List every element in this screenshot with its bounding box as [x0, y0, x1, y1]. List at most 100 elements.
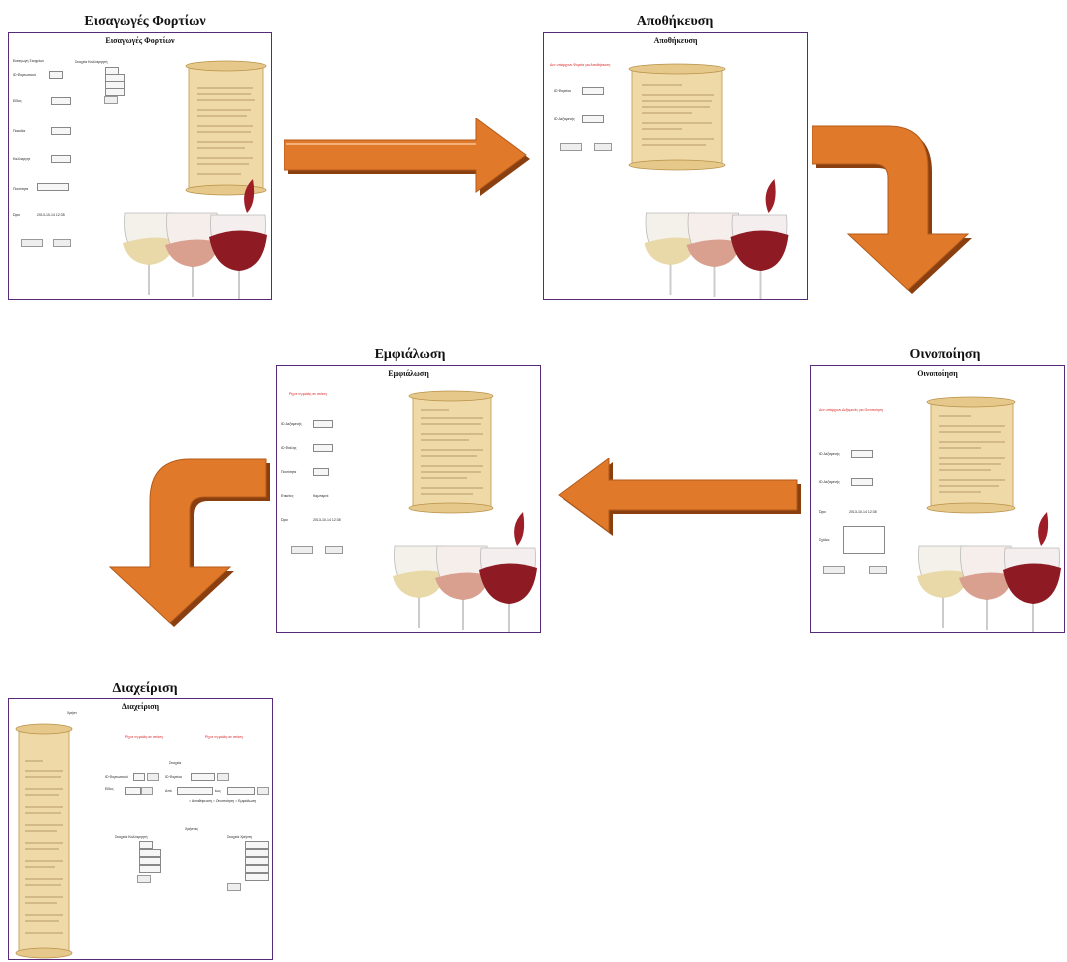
form-text: ID Φορτωτικού [13, 73, 36, 77]
wine-glasses-image [123, 179, 267, 299]
clear-button[interactable] [594, 143, 612, 151]
clear-button[interactable] [325, 546, 343, 554]
step-title-storage: Αποθήκευση [636, 14, 714, 29]
form-text: Από [165, 789, 172, 793]
search-button[interactable] [217, 773, 229, 781]
input-box[interactable] [313, 468, 329, 476]
form-text: Στοιχεία Καλλιεργητή [115, 835, 148, 839]
form-text: Στοιχεία [169, 761, 182, 765]
submit-button[interactable] [291, 546, 313, 554]
form-text: 2013-10-14 12:35 [313, 518, 341, 522]
parchment-scroll-image [408, 390, 494, 514]
form-text: Είδος [13, 99, 22, 103]
form-text: έως [215, 789, 221, 793]
clear-button[interactable] [869, 566, 887, 574]
form-text: Ώρα [13, 213, 20, 217]
input-box[interactable] [245, 849, 269, 857]
form-text: ID Φορτίου [554, 89, 572, 93]
select-box[interactable] [851, 478, 873, 486]
date-input[interactable] [177, 787, 213, 795]
select-box[interactable] [582, 87, 604, 95]
input-box[interactable] [139, 841, 153, 849]
flow-arrow-curve-down-left-icon [108, 458, 270, 627]
select-box[interactable] [313, 420, 333, 428]
screenshot-management: Διαχείριση Χρήστ Ρίχνε τη φιάλη σε στάση… [8, 698, 273, 960]
input-box[interactable] [37, 183, 69, 191]
submit-button[interactable] [823, 566, 845, 574]
comments-textarea[interactable] [843, 526, 885, 554]
select-box[interactable] [51, 97, 71, 105]
form-text: Χρήστ [67, 711, 77, 715]
save-button[interactable] [104, 96, 118, 104]
save-button[interactable] [137, 875, 151, 883]
select-box[interactable] [51, 127, 71, 135]
form-text: Καμπερνέ [313, 494, 329, 498]
step-title-vinification: Οινοποίηση [909, 347, 981, 362]
form-text: Εισαγωγή Στοιχείων [13, 59, 45, 63]
screenshot-storage: Αποθήκευση Δεν υπάρχουν Φορτία για Αποθή… [543, 32, 808, 300]
form-text: Δεν υπάρχουν Φορτία για Αποθήκευση [550, 63, 611, 67]
parchment-scroll-image [926, 396, 1016, 514]
input-box[interactable] [245, 841, 269, 849]
save-button[interactable] [227, 883, 241, 891]
screenshot-import: Εισαγωγές Φορτίων Εισαγωγή Στοιχείων ID … [8, 32, 272, 300]
screenshot-vinification: Οινοποίηση Δεν υπάρχουν Δεξαμενές για Οι… [810, 365, 1065, 633]
form-text: Ετικέτες [281, 494, 294, 498]
select-box[interactable] [51, 155, 71, 163]
form-text: Δεν υπάρχουν Δεξαμενές για Οινοποίηση [819, 408, 883, 412]
input-box[interactable] [245, 873, 269, 881]
input-box[interactable] [139, 865, 161, 873]
flow-arrow-curve-down-icon [812, 125, 972, 294]
clear-button[interactable] [53, 239, 71, 247]
wine-glasses-image [917, 512, 1061, 632]
form-text: ○ Αποθήκευση ○ Οινοποίηση ○ Εμφιάλωση [189, 799, 257, 803]
wine-glasses-image [393, 512, 537, 632]
search-button[interactable] [141, 787, 153, 795]
form-text: Ρίχνε τη φιάλη σε στάση [289, 392, 327, 396]
search-button[interactable] [257, 787, 269, 795]
select-box[interactable] [851, 450, 873, 458]
select-box[interactable] [582, 115, 604, 123]
flow-arrow-left-icon [558, 458, 801, 536]
panel-title-storage: Αποθήκευση [653, 36, 698, 45]
form-text: ID Φορτίου [165, 775, 183, 779]
submit-button[interactable] [21, 239, 43, 247]
form-text: ID Δεξαμενής [819, 480, 840, 484]
select-box[interactable] [139, 857, 161, 865]
select-box[interactable] [125, 787, 141, 795]
panel-title-bottling: Εμφιάλωση [388, 369, 429, 378]
form-text: ID Δεξαμενής [819, 452, 840, 456]
panel-title-import: Εισαγωγές Φορτίων [105, 36, 175, 45]
form-text: ID Δεξαμενής [554, 117, 575, 121]
form-text: Ρίχνε τη φιάλη σε στάση [205, 735, 243, 739]
form-text: ID Δεξαμενής [281, 422, 302, 426]
search-button[interactable] [147, 773, 159, 781]
step-title-bottling: Εμφιάλωση [374, 347, 446, 362]
step-title-management: Διαχείριση [112, 681, 178, 696]
form-text: 2013-10-14 12:35 [37, 213, 65, 217]
wine-glasses-image [644, 179, 789, 299]
form-text: Καλλιεργητ [13, 157, 31, 161]
step-title-import: Εισαγωγές Φορτίων [84, 14, 206, 29]
input-box[interactable] [191, 773, 215, 781]
screenshot-bottling: Εμφιάλωση Ρίχνε τη φιάλη σε στάση ID Δεξ… [276, 365, 541, 633]
input-box[interactable] [49, 71, 63, 79]
input-box[interactable] [139, 849, 161, 857]
parchment-scroll-image [15, 723, 73, 959]
form-text: Στοιχεία Καλλιεργητή [75, 60, 108, 64]
input-box[interactable] [245, 865, 269, 873]
flow-arrow-right-icon [284, 118, 530, 196]
panel-title-management: Διαχείριση [121, 702, 160, 711]
date-input[interactable] [227, 787, 255, 795]
select-box[interactable] [245, 857, 269, 865]
parchment-scroll-image [628, 63, 726, 171]
form-text: Ώρα [819, 510, 826, 514]
form-text: Χρήστες [185, 827, 199, 831]
panel-title-vinification: Οινοποίηση [917, 369, 958, 378]
select-box[interactable] [313, 444, 333, 452]
form-text: Ποικιλία [13, 129, 26, 133]
input-box[interactable] [133, 773, 145, 781]
input-box[interactable] [105, 88, 125, 96]
form-text: Ώρα [281, 518, 288, 522]
submit-button[interactable] [560, 143, 582, 151]
